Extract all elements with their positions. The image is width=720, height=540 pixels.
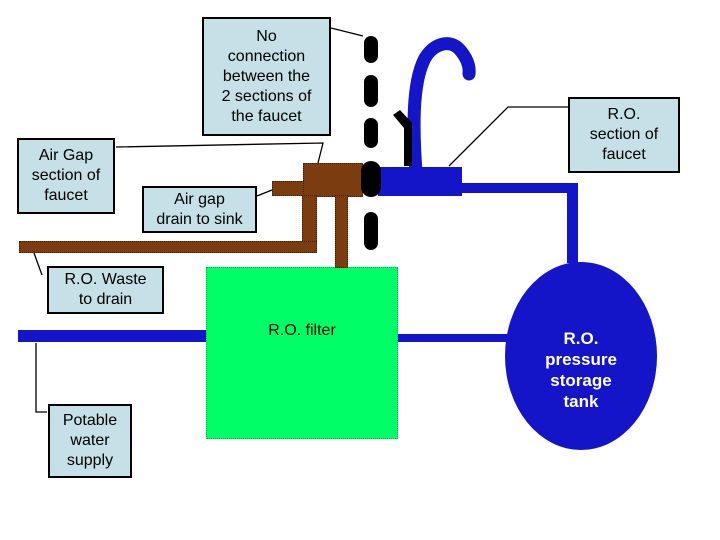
- leader-air-gap-section: [115, 142, 324, 164]
- air-gap-sink-leg-pipe: [335, 195, 348, 268]
- pressure-tank-label: R.O. pressure storage tank: [545, 329, 617, 411]
- callout-potable-supply: Potable water supply: [48, 404, 132, 478]
- no-connection-dash-1: [364, 36, 378, 63]
- leader-air-gap-drain: [256, 189, 273, 197]
- callout-air-gap-drain: Air gap drain to sink: [142, 186, 257, 233]
- air-gap-drain-pipe: [19, 241, 317, 253]
- air-gap-faucet-arm: [272, 181, 304, 196]
- tank-riser-pipe: [567, 183, 578, 263]
- pressure-tank: R.O. pressure storage tank: [505, 262, 657, 450]
- air-gap-faucet-body: [303, 163, 363, 197]
- callout-ro-section: R.O. section of faucet: [568, 97, 680, 173]
- leader-no-connection: [330, 27, 364, 37]
- no-connection-dash-4: [361, 161, 381, 197]
- potable-supply-pipe: [18, 330, 207, 342]
- callout-ro-waste: R.O. Waste to drain: [47, 266, 164, 314]
- filter-to-tank-pipe: [397, 334, 509, 342]
- callout-air-gap-section: Air Gap section of faucet: [17, 138, 115, 214]
- faucet-handle: [393, 110, 412, 166]
- ro-filter-label: R.O. filter: [268, 322, 336, 339]
- no-connection-dash-3: [364, 118, 378, 148]
- no-connection-dash-5: [364, 212, 378, 250]
- no-connection-dash-2: [364, 75, 378, 107]
- faucet-spout: [407, 37, 476, 179]
- leader-ro-waste: [33, 252, 43, 276]
- callout-no-connection: No connection between the 2 sections of …: [202, 17, 331, 136]
- faucet-outlet-pipe: [462, 183, 578, 193]
- leader-potable-supply: [35, 343, 47, 413]
- leader-ro-section: [448, 106, 568, 167]
- ro-faucet-body: [378, 167, 462, 196]
- ro-filter-box: R.O. filter: [206, 267, 398, 439]
